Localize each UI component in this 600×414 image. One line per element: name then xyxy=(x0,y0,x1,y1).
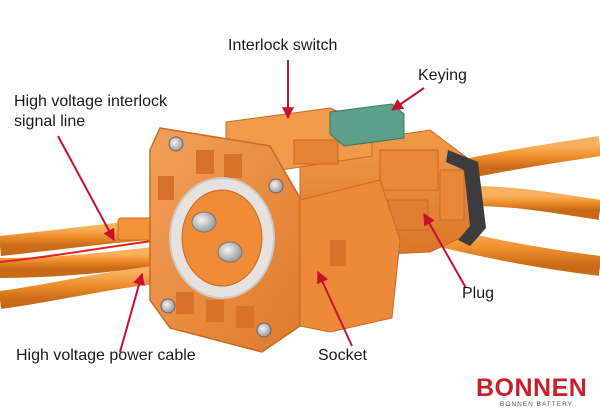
label-hv-power-cable: High voltage power cable xyxy=(16,347,196,364)
label-socket: Socket xyxy=(318,347,367,364)
arrow-socket xyxy=(317,270,353,347)
label-keying: Keying xyxy=(418,67,467,84)
label-hv-interlock-line-1: High voltage interlock xyxy=(14,93,167,110)
socket-window xyxy=(330,240,346,266)
arrow-power-cable xyxy=(119,272,145,353)
logo-subtitle: BONNEN BATTERY xyxy=(500,401,573,408)
logo-wordmark: BONNEN xyxy=(476,374,588,402)
arrow-plug xyxy=(423,212,467,289)
socket-seal xyxy=(169,177,275,299)
arrow-keying xyxy=(391,87,425,111)
plug-bracket xyxy=(446,150,486,246)
label-hv-interlock-signal-line: High voltage interlock signal line xyxy=(14,92,167,132)
label-plug: Plug xyxy=(462,285,495,302)
label-interlock-switch: Interlock switch xyxy=(228,37,338,54)
callout-arrows xyxy=(57,60,467,353)
label-hv-interlock-line-2: signal line xyxy=(14,113,86,130)
arrow-interlock-signal xyxy=(57,135,115,242)
bonnen-logo: BONNEN BONNEN BATTERY xyxy=(470,372,598,412)
socket-body xyxy=(299,179,401,333)
